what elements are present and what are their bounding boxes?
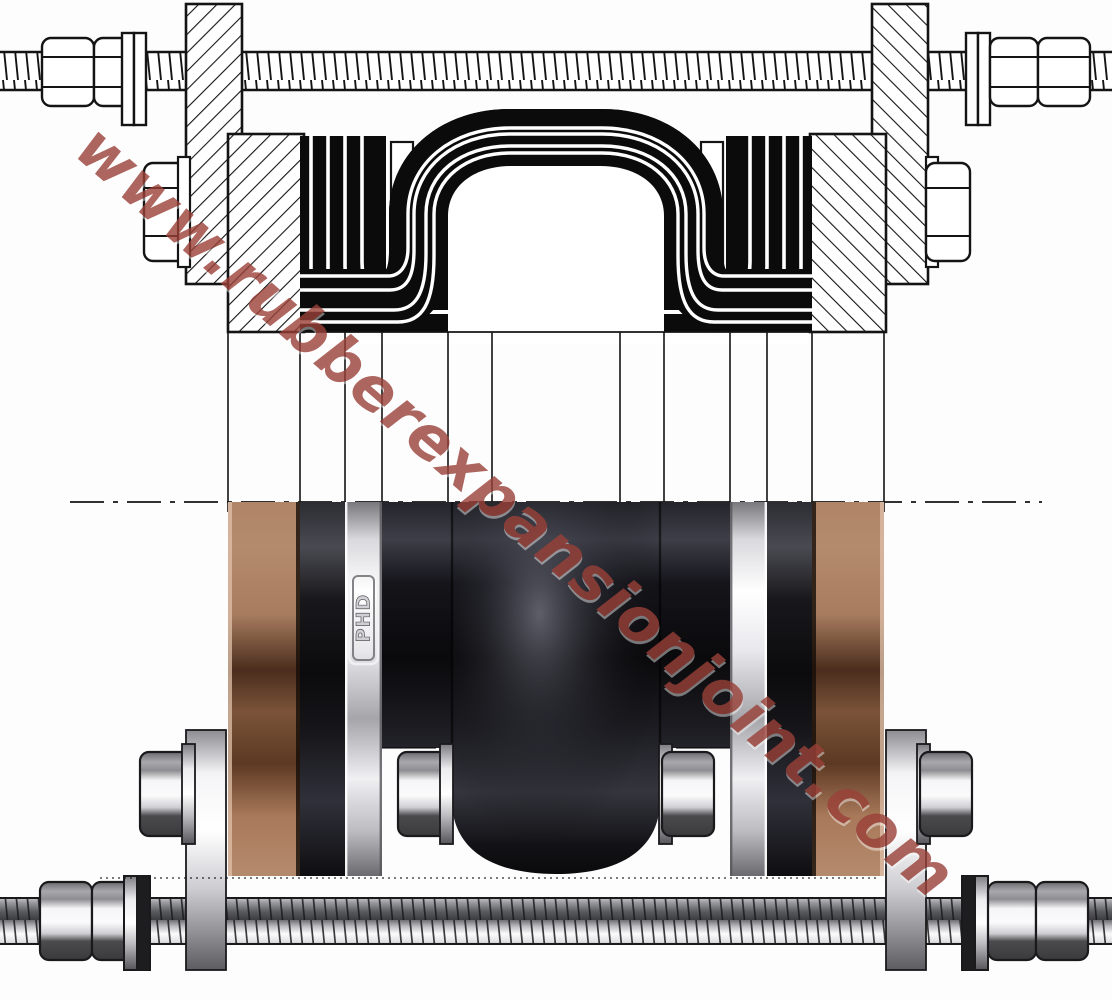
product-view: PHD [0,502,1112,971]
tie-rod-nut-group-lower-right [961,875,1090,971]
steel-retaining-ring-right [730,502,767,876]
flange-nut-lower-right-inner [658,743,716,845]
retaining-ring-right [808,132,888,334]
section-view [0,2,1112,512]
copper-flange-ring-left [228,502,300,876]
steel-retaining-ring-left [345,502,382,876]
flange-bolt-left [142,155,192,269]
tie-rod-lower [0,897,1112,945]
phd-emboss-badge: PHD [347,570,380,666]
flange-nut-lower-left-inner [396,743,454,845]
flange-bolt-right [924,155,972,269]
retaining-ring-left [226,132,306,334]
tie-rod-nut-group-upper-right [964,31,1092,127]
black-rubber-collar-right [767,502,812,876]
tie-rod-nut-group-upper-left [40,31,148,127]
phd-emboss-text: PHD [353,594,375,643]
flange-nut-lower-right-outer [916,743,974,845]
tie-rod-upper [0,50,1112,92]
copper-flange-ring-right [812,502,884,876]
black-rubber-collar-left [300,502,345,876]
flange-nut-lower-left-outer [138,743,196,845]
tie-rod-nut-group-lower-left [38,875,151,971]
projection-lines [227,332,885,512]
rubber-bellows-arch [300,109,812,344]
